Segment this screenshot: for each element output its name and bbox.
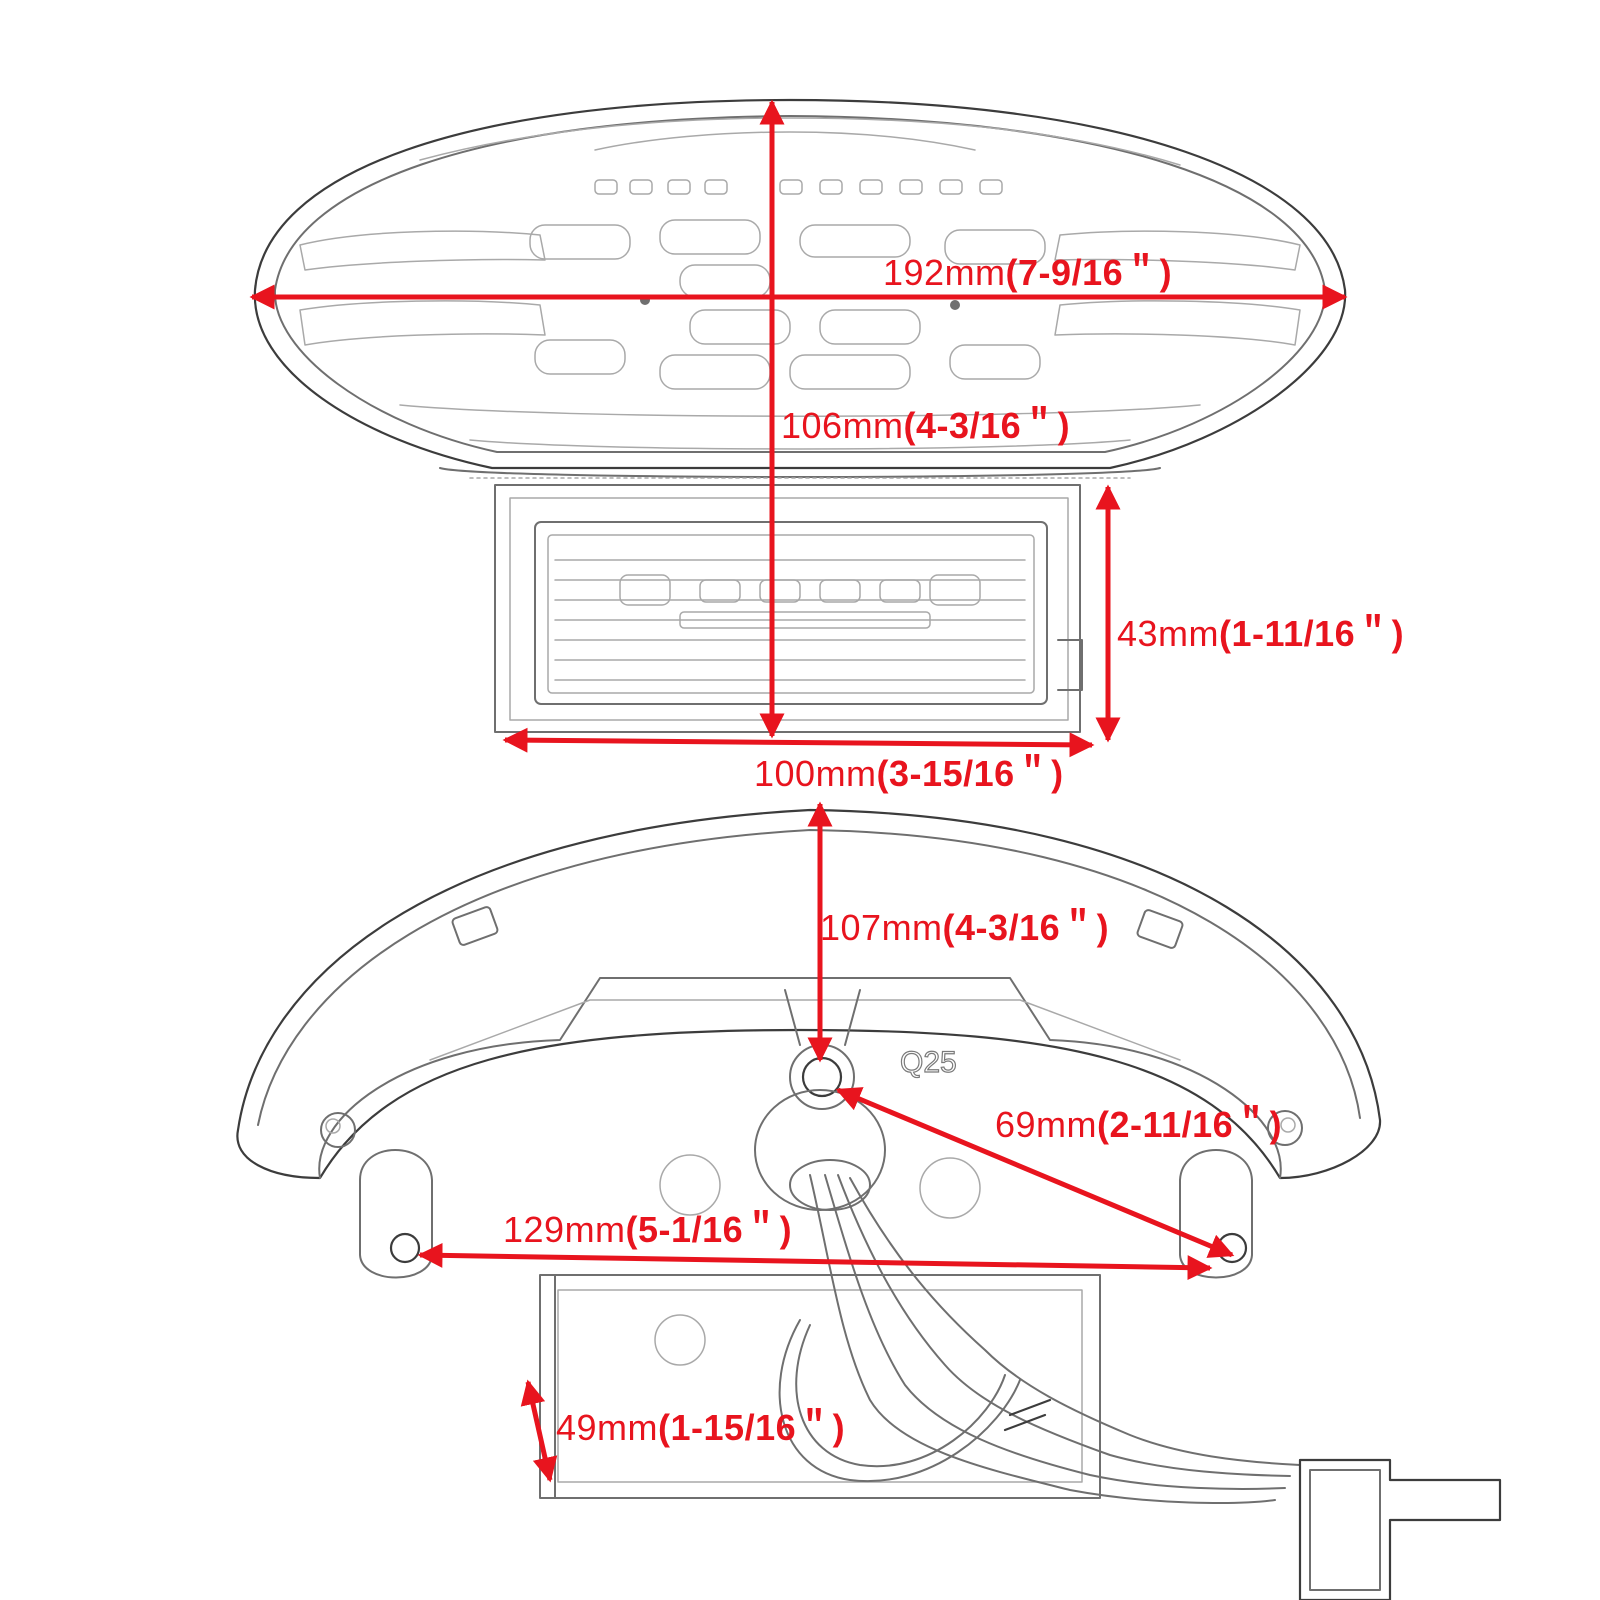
dim-line-49mm	[520, 1379, 558, 1483]
dim-line-69mm	[835, 1087, 1235, 1258]
label-100mm: 100mm(3-15/16＂)	[754, 753, 1064, 794]
label-43mm: 43mm(1-11/16＂)	[1117, 613, 1404, 654]
label-69mm: 69mm(2-11/16＂)	[995, 1104, 1282, 1145]
dim-line-129mm	[417, 1242, 1213, 1281]
dim-line-100mm	[502, 727, 1095, 758]
front-view	[253, 98, 1347, 733]
part-marking: Q25	[900, 1046, 957, 1079]
dimension-labels: 192mm(7-9/16＂) 106mm(4-3/16＂) 43mm(1-11/…	[503, 252, 1404, 1448]
label-129mm: 129mm(5-1/16＂)	[503, 1209, 792, 1250]
dimension-lines	[249, 99, 1348, 1483]
label-192mm: 192mm(7-9/16＂)	[883, 252, 1172, 293]
label-106mm: 106mm(4-3/16＂)	[781, 405, 1070, 446]
label-49mm: 49mm(1-15/16＂)	[556, 1407, 845, 1448]
label-107mm: 107mm(4-3/16＂)	[820, 907, 1109, 948]
